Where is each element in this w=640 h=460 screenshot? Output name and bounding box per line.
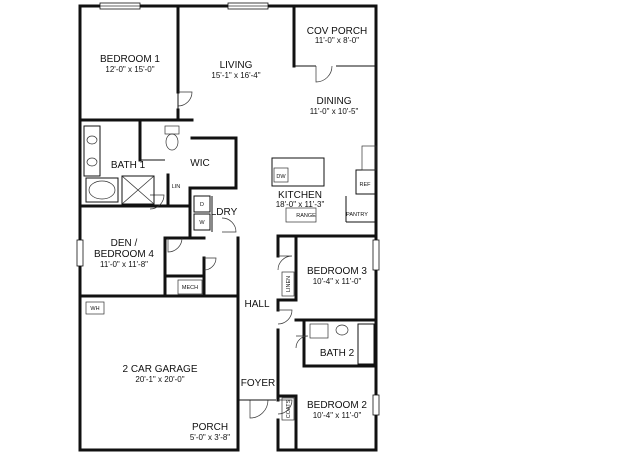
label-ldry: LDRY xyxy=(211,207,238,218)
label-linen: LINEN xyxy=(286,276,292,292)
label-porch: PORCH xyxy=(192,422,228,433)
label-coats: COATS xyxy=(286,399,292,418)
interior-walls xyxy=(78,4,378,452)
label-cov-porch: COV PORCH xyxy=(307,26,368,37)
room-labels: BEDROOM 1 12'-0" x 15'-0" LIVING 15'-1" … xyxy=(94,26,367,442)
dims-cov-porch: 11'-0" x 8'-0" xyxy=(315,36,359,45)
label-dining: DINING xyxy=(317,96,352,107)
dims-bedroom3: 10'-4" x 11'-0" xyxy=(313,277,362,286)
label-kitchen: KITCHEN xyxy=(278,190,322,201)
dims-living: 15'-1" x 16'-4" xyxy=(211,71,260,80)
dims-garage: 20'-1" x 20'-0" xyxy=(135,375,184,384)
label-living: LIVING xyxy=(220,60,253,71)
label-dryer: D xyxy=(200,202,204,208)
label-bedroom1: BEDROOM 1 xyxy=(100,54,160,65)
label-hall: HALL xyxy=(244,299,269,310)
label-bedroom2: BEDROOM 2 xyxy=(307,400,367,411)
dims-den: 11'-0" x 11'-8" xyxy=(100,260,148,269)
label-pantry: PANTRY xyxy=(346,212,368,218)
dims-bedroom1: 12'-0" x 15'-0" xyxy=(105,65,154,74)
dims-bedroom2: 10'-4" x 11'-0" xyxy=(313,411,362,420)
label-mech: MECH xyxy=(182,285,198,291)
label-wh: WH xyxy=(90,306,99,312)
dims-porch: 5'-0" x 3'-8" xyxy=(190,433,230,442)
label-bedroom3: BEDROOM 3 xyxy=(307,266,367,277)
label-den-line1: DEN / xyxy=(111,238,138,249)
label-washer: W xyxy=(199,220,205,226)
label-foyer: FOYER xyxy=(241,378,275,389)
label-bath2: BATH 2 xyxy=(320,348,355,359)
dims-kitchen: 18'-0" x 11'-3" xyxy=(276,200,325,209)
label-den-line2: BEDROOM 4 xyxy=(94,249,154,260)
windows xyxy=(76,2,380,416)
label-wic: WIC xyxy=(190,158,209,169)
fixtures xyxy=(83,125,377,421)
label-garage: 2 CAR GARAGE xyxy=(122,364,197,375)
label-range: RANGE xyxy=(296,213,316,219)
label-ref: REF xyxy=(360,182,372,188)
label-lin: LIN xyxy=(172,184,181,190)
fixture-labels: LIN DW REF RANGE PANTRY D W MECH LINEN W… xyxy=(90,174,371,418)
label-dw: DW xyxy=(276,174,286,180)
label-bath1: BATH 1 xyxy=(111,160,146,171)
dims-dining: 11'-0" x 10'-5" xyxy=(310,107,359,116)
doors xyxy=(149,65,333,419)
